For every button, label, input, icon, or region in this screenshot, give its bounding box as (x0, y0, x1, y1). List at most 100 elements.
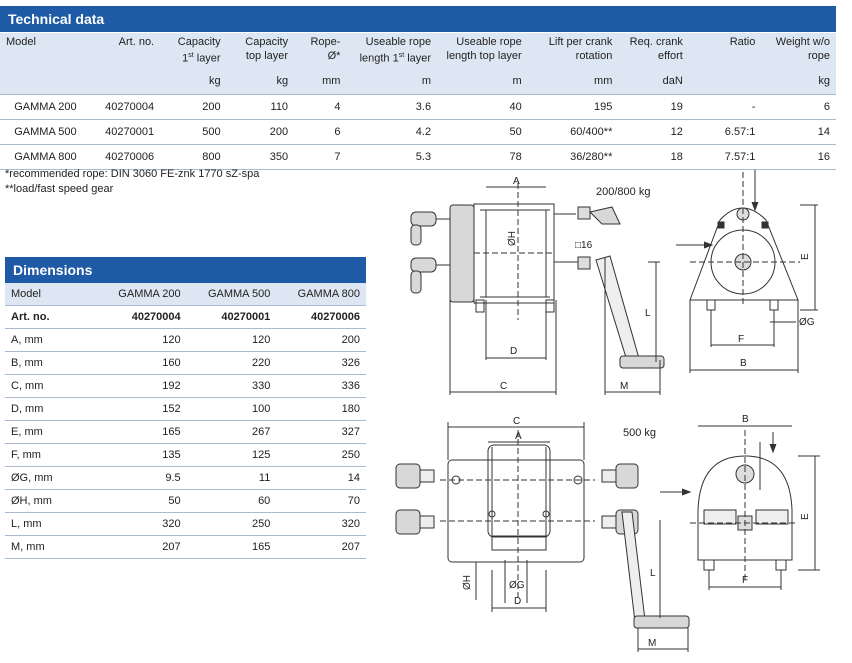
cell: 12 (618, 119, 689, 145)
cell: 100 (186, 397, 277, 421)
artno-row: Art. no. 40270004 40270001 40270006 (5, 305, 366, 329)
cell: 207 (97, 535, 187, 559)
unit: mm (527, 71, 619, 95)
cell: - (688, 94, 762, 120)
cell: 50 (437, 119, 528, 145)
cell: 40270006 (276, 305, 366, 329)
cell: 40270001 (186, 305, 277, 329)
cell: 200 (160, 94, 227, 120)
cell: 6 (294, 119, 347, 145)
dim-label-b: B (740, 358, 747, 369)
cell: 320 (97, 512, 187, 536)
unit (688, 71, 762, 95)
front-view-500: B E F (660, 414, 820, 590)
cell: L, mm (5, 512, 97, 536)
crank-view-500: M L (621, 511, 690, 652)
crank-side-view: □16 M L (575, 206, 665, 395)
cell: 70 (276, 489, 366, 513)
dim-label-sq16: □16 (575, 240, 593, 251)
cell: 326 (276, 351, 366, 375)
cell: 19 (618, 94, 689, 120)
cell: 165 (186, 535, 277, 559)
dim-label-c: C (500, 381, 507, 392)
table-row: GAMMA 500 40270001 500 200 6 4.2 50 60/4… (0, 119, 836, 145)
dimensions-title: Dimensions (5, 257, 366, 283)
cell: 336 (276, 374, 366, 398)
cell: 60 (186, 489, 277, 513)
cell: 195 (527, 94, 619, 120)
cell: 7.57:1 (688, 144, 762, 170)
dim-label-c-500: C (513, 416, 520, 427)
cell: 160 (97, 351, 187, 375)
dim-label-l: L (645, 308, 651, 319)
dim-label-d: D (510, 346, 517, 357)
cell: 50 (97, 489, 187, 513)
dimensions-table: Model GAMMA 200 GAMMA 500 GAMMA 800 Art.… (5, 283, 366, 559)
cell: GAMMA 500 (0, 119, 83, 145)
cell: 4.2 (346, 119, 438, 145)
unit: kg (160, 71, 227, 95)
footnote-rope: *recommended rope: DIN 3060 FE-znk 1770 … (5, 168, 260, 180)
dim-label-g: ØG (799, 317, 815, 328)
unit (0, 71, 83, 95)
cell: 320 (276, 512, 366, 536)
cell: Art. no. (5, 305, 97, 329)
cell: 3.6 (346, 94, 438, 120)
cell: F, mm (5, 443, 97, 467)
unit: m (346, 71, 438, 95)
cell: 192 (97, 374, 187, 398)
cell: 110 (226, 94, 295, 120)
cell: 165 (97, 420, 187, 444)
cell: E, mm (5, 420, 97, 444)
cell: 14 (276, 466, 366, 490)
cell: ØG, mm (5, 466, 97, 490)
cell: 4 (294, 94, 347, 120)
col-header-model: Model (0, 33, 83, 71)
cell: 9.5 (97, 466, 187, 490)
dim-label-f-500: F (742, 575, 748, 586)
cell: 5.3 (346, 144, 438, 170)
table-row: GAMMA 800 40270006 800 350 7 5.3 78 36/2… (0, 144, 836, 170)
dim-label-b-500: B (742, 414, 749, 425)
cell: 200 (276, 328, 366, 352)
dim-label-h-500: ØH (462, 575, 473, 590)
dim-label-m: M (620, 381, 628, 392)
label-200-800: 200/800 kg (596, 186, 650, 198)
cell: GAMMA 800 (276, 283, 366, 306)
cell: 125 (186, 443, 277, 467)
cell: C, mm (5, 374, 97, 398)
dim-label-h: ØH (507, 231, 518, 246)
cell: 60/400** (527, 119, 619, 145)
cell: 40270006 (82, 144, 161, 170)
cell: 120 (186, 328, 277, 352)
cell: Model (5, 283, 97, 306)
footnote-gear: **load/fast speed gear (5, 183, 114, 195)
col-header-rope: Rope-Ø* (294, 33, 347, 71)
dim-label-e-500: E (800, 513, 811, 520)
cell: 350 (226, 144, 295, 170)
dim-label-a-500: A (515, 431, 522, 442)
cell: 180 (276, 397, 366, 421)
dim-label-a: A (513, 176, 520, 187)
cell: 78 (437, 144, 528, 170)
cell: 14 (761, 119, 836, 145)
cell: GAMMA 500 (186, 283, 277, 306)
col-header-ratio: Ratio (688, 33, 762, 71)
dim-label-f: F (738, 334, 744, 345)
